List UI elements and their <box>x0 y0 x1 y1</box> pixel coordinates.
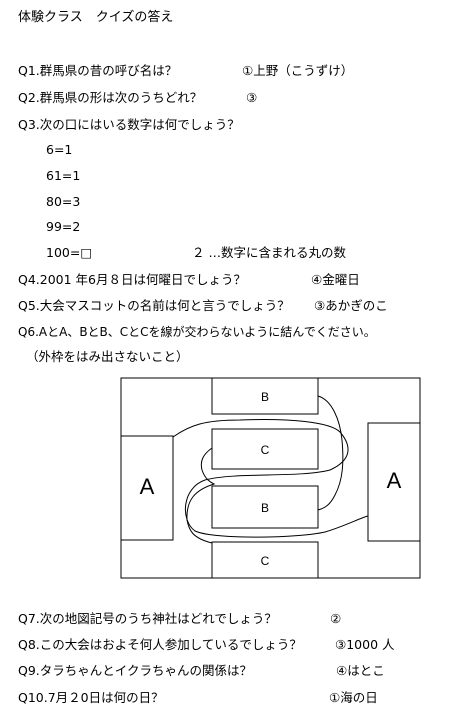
q1-answer: ①上野（こうずけ） <box>242 63 354 78</box>
box-a-left[interactable] <box>120 435 174 541</box>
q9-question: Q9.タラちゃんとイクラちゃんの関係は？ <box>18 663 253 678</box>
q4-question: Q4.2001 年6月８日は何曜日でしょう？ <box>18 272 247 287</box>
puzzle-outer-frame <box>120 377 421 579</box>
label-a-left: A <box>140 474 155 499</box>
q8-answer: ③1000 人 <box>335 637 395 652</box>
box-b-middle[interactable] <box>211 485 319 529</box>
box-a-right[interactable] <box>367 422 421 542</box>
label-c-bottom: C <box>261 554 270 568</box>
q7-question: Q7.次の地図記号のうち神社はどれでしょう？ <box>18 611 277 626</box>
path-b-to-b <box>317 395 344 511</box>
q10-question: Q10.7月２0日は何の日？ <box>18 690 164 705</box>
q5-answer: ③あかぎのこ <box>314 298 388 313</box>
label-a-right: A <box>387 468 402 493</box>
q8-question: Q8.この大会はおよそ何人参加しているでしょう？ <box>18 637 302 652</box>
q2-answer: ③ <box>246 90 258 105</box>
q3-line-4: 99=2 <box>46 219 81 234</box>
q9-answer: ④はとこ <box>336 663 385 678</box>
q5-question: Q5.大会マスコットの名前は何と言うでしょう？ <box>18 298 290 313</box>
q7-answer: ② <box>330 611 342 626</box>
q3-answer: ２ …数字に含まれる丸の数 <box>192 245 346 260</box>
q3-line-5: 100=□ <box>46 245 93 260</box>
q3-line-1: 6=1 <box>46 142 73 157</box>
page-title: 体験クラス クイズの答え <box>18 10 174 25</box>
q4-answer: ④金曜日 <box>311 272 360 287</box>
label-c-middle: C <box>261 443 270 457</box>
q6-question: Q6.AとA、BとB、CとCを線が交わらないように結んでください。 <box>18 325 376 339</box>
q6-note: （外枠をはみ出さないこと） <box>26 349 189 364</box>
q3-line-3: 80=3 <box>46 194 81 209</box>
q10-answer: ①海の日 <box>329 690 378 705</box>
path-c-to-c <box>186 447 216 544</box>
path-a-to-a <box>172 419 369 538</box>
q2-question: Q2.群馬県の形は次のうちどれ？ <box>18 90 203 105</box>
q3-line-2: 61=1 <box>46 168 81 183</box>
q3-question: Q3.次の口にはいる数字は何でしょう？ <box>18 117 240 132</box>
box-c-bottom[interactable] <box>211 541 319 579</box>
label-b-top: B <box>261 390 269 404</box>
q1-question: Q1.群馬県の昔の呼び名は？ <box>18 63 178 78</box>
label-b-middle: B <box>261 501 269 515</box>
box-c-middle[interactable] <box>211 428 319 470</box>
